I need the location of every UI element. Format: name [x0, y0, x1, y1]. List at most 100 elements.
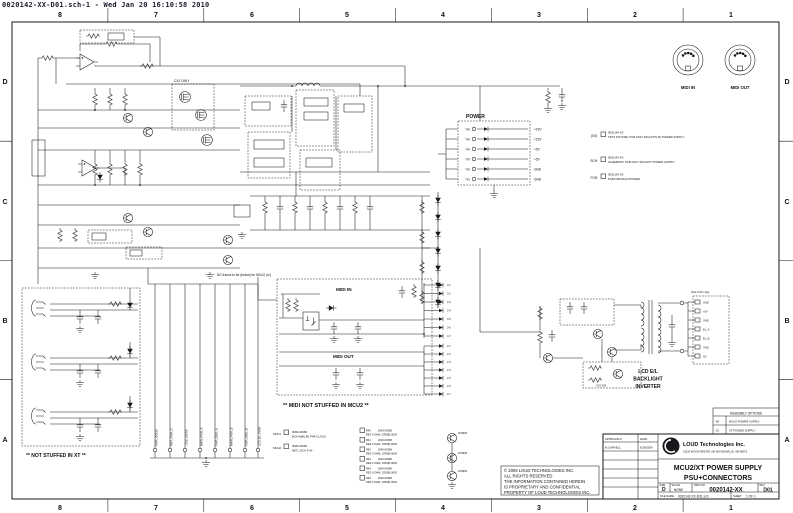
dashed-option-box [125, 246, 163, 260]
resistor-symbol [352, 199, 358, 215]
ground-symbol [205, 271, 215, 280]
dni-desc: RES 0 OHM, CR5(B) 0603 [366, 452, 397, 456]
transformer-coil [640, 301, 645, 327]
bus-net-label: LCD_BL_PWM [258, 426, 262, 446]
assembly-desc: XT POWER SUPPLY [729, 429, 756, 433]
pin-arrow-icon [431, 290, 444, 297]
rev-value: D01 [763, 488, 772, 494]
mch-notes: MCH1 0060-00368 MCH-68K(J8) PHP CLOCK MC… [273, 429, 326, 453]
pin-arrow-icon [476, 156, 489, 162]
wires [37, 36, 406, 96]
resistor-symbol [103, 41, 119, 47]
checkbox-icon [283, 429, 290, 436]
zone-col: 6 [250, 505, 254, 512]
note-pn: 0020142-XX [608, 156, 624, 160]
resistor-symbol [322, 199, 328, 215]
dni-desc: RES 0 OHM, CR5(B) 0603 [366, 433, 397, 437]
resistor-symbol [85, 33, 101, 39]
pin-arrow-icon [431, 375, 444, 381]
diode-symbol [126, 299, 134, 311]
pin-label: 3-6 [447, 326, 451, 330]
dashed-option-box [247, 131, 291, 179]
zone-col: 7 [154, 12, 158, 19]
rev-label: REV [760, 483, 766, 487]
wires [539, 300, 695, 362]
midi-top-note: NO traces to be (below) for MCU2 (m) [217, 273, 271, 277]
pin-arrow-icon [476, 146, 489, 152]
pin-label: 2-7 [447, 392, 451, 396]
pin-arrow-icon [431, 351, 444, 357]
assembly-code: -00 [715, 420, 719, 424]
zone-col: 1 [729, 505, 733, 512]
resistor-symbol [262, 199, 268, 215]
dni-ref: R42 [366, 448, 371, 452]
mosfet-symbol [195, 109, 207, 121]
power-label: POWER [466, 114, 485, 120]
xt-dashed-box [21, 287, 141, 447]
wires [240, 85, 563, 333]
inverter-label-line3: INVERTER [635, 384, 661, 390]
cx2-only-label: CX2 ONLY [174, 79, 190, 83]
resistor-symbol [92, 91, 98, 107]
zone-col: 8 [58, 505, 62, 512]
capacitor-symbol [668, 319, 676, 333]
assembly-options: ASSEMBLY OPTIONS -00 MCU2 POWER SUPPLY -… [712, 407, 780, 435]
capacitor-symbol [76, 419, 84, 433]
note-desc: SCHEMATIC PCB ASSY MCU2/XT POWER SUPPLY [608, 160, 675, 164]
ground-symbol [90, 271, 100, 280]
zone-col: 3 [537, 505, 541, 512]
dashed-option-box [295, 89, 335, 147]
capacitor-symbol [94, 365, 102, 379]
pin-label: EL_B [703, 337, 710, 341]
ground-symbol [557, 102, 567, 111]
sheet-value: 1 OF 1 [746, 494, 756, 498]
dni-ref: R43 [366, 457, 371, 461]
capacitor-symbol [330, 321, 338, 335]
pin-label: 3-4 [447, 309, 451, 313]
note-prefix: PCB: [591, 176, 599, 180]
inverter-label-line2: BACKLIGHT [633, 377, 662, 383]
midi-section: NO traces to be (below) for MCU2 (m) MID… [217, 273, 451, 409]
frame: 8 7 6 5 4 3 2 1 8 7 6 5 4 3 2 1 D C B A [0, 8, 793, 512]
net-label: +5V [534, 158, 541, 162]
jack-symbol [31, 299, 46, 317]
zone-col: 4 [441, 12, 445, 19]
pin-label: 2-5 [447, 376, 451, 380]
testpoint-symbol [212, 447, 218, 453]
pin-arrow-icon [476, 176, 489, 182]
zone-row: D [2, 79, 7, 86]
resistor-symbol [285, 297, 291, 313]
dwg-number: 0020142-XX [709, 488, 742, 494]
transistor-label: 2N3906 [458, 431, 468, 435]
zone-row: B [784, 318, 789, 325]
checkbox-icon [600, 156, 607, 163]
pin-arrow-icon [431, 391, 444, 397]
zone-col: 1 [729, 12, 733, 19]
midi-caption: ** MIDI NOT STUFFED IN MCU2 ** [283, 403, 370, 409]
optocoupler-symbol [302, 311, 320, 331]
pin-box [694, 344, 701, 350]
pin-label: 2-6 [447, 384, 451, 388]
junction-dots [94, 85, 439, 459]
pin-label: 2-1 [447, 344, 451, 348]
jack-symbol [31, 407, 46, 425]
ic-box [107, 32, 125, 41]
zone-col: 6 [250, 12, 254, 19]
testpoint-symbol [152, 447, 158, 453]
diode-symbol [325, 304, 337, 312]
checkbox-icon [600, 173, 607, 180]
capacitor-symbol [336, 201, 344, 215]
copyright-line: IS PROPRIETARY AND CONFIDENTIAL [504, 485, 581, 490]
pin-label: 2-2 [447, 352, 451, 356]
resistor-symbol [92, 161, 98, 177]
ground-symbol [237, 231, 247, 240]
checkbox-icon [359, 475, 366, 481]
signal-bus: PWR_GOOD RMT_PWR_C +15V_UNSW MAIN_PWR_A … [148, 283, 264, 468]
dashed-option-box [79, 29, 135, 44]
resistor-symbol [587, 377, 603, 383]
wires [438, 128, 528, 180]
resistor-symbol [587, 365, 603, 371]
inverter-section: CX2 DNI (Not CX2 only) GND +5V GND EL_A … [537, 290, 730, 390]
size-label: SIZE [660, 483, 666, 487]
